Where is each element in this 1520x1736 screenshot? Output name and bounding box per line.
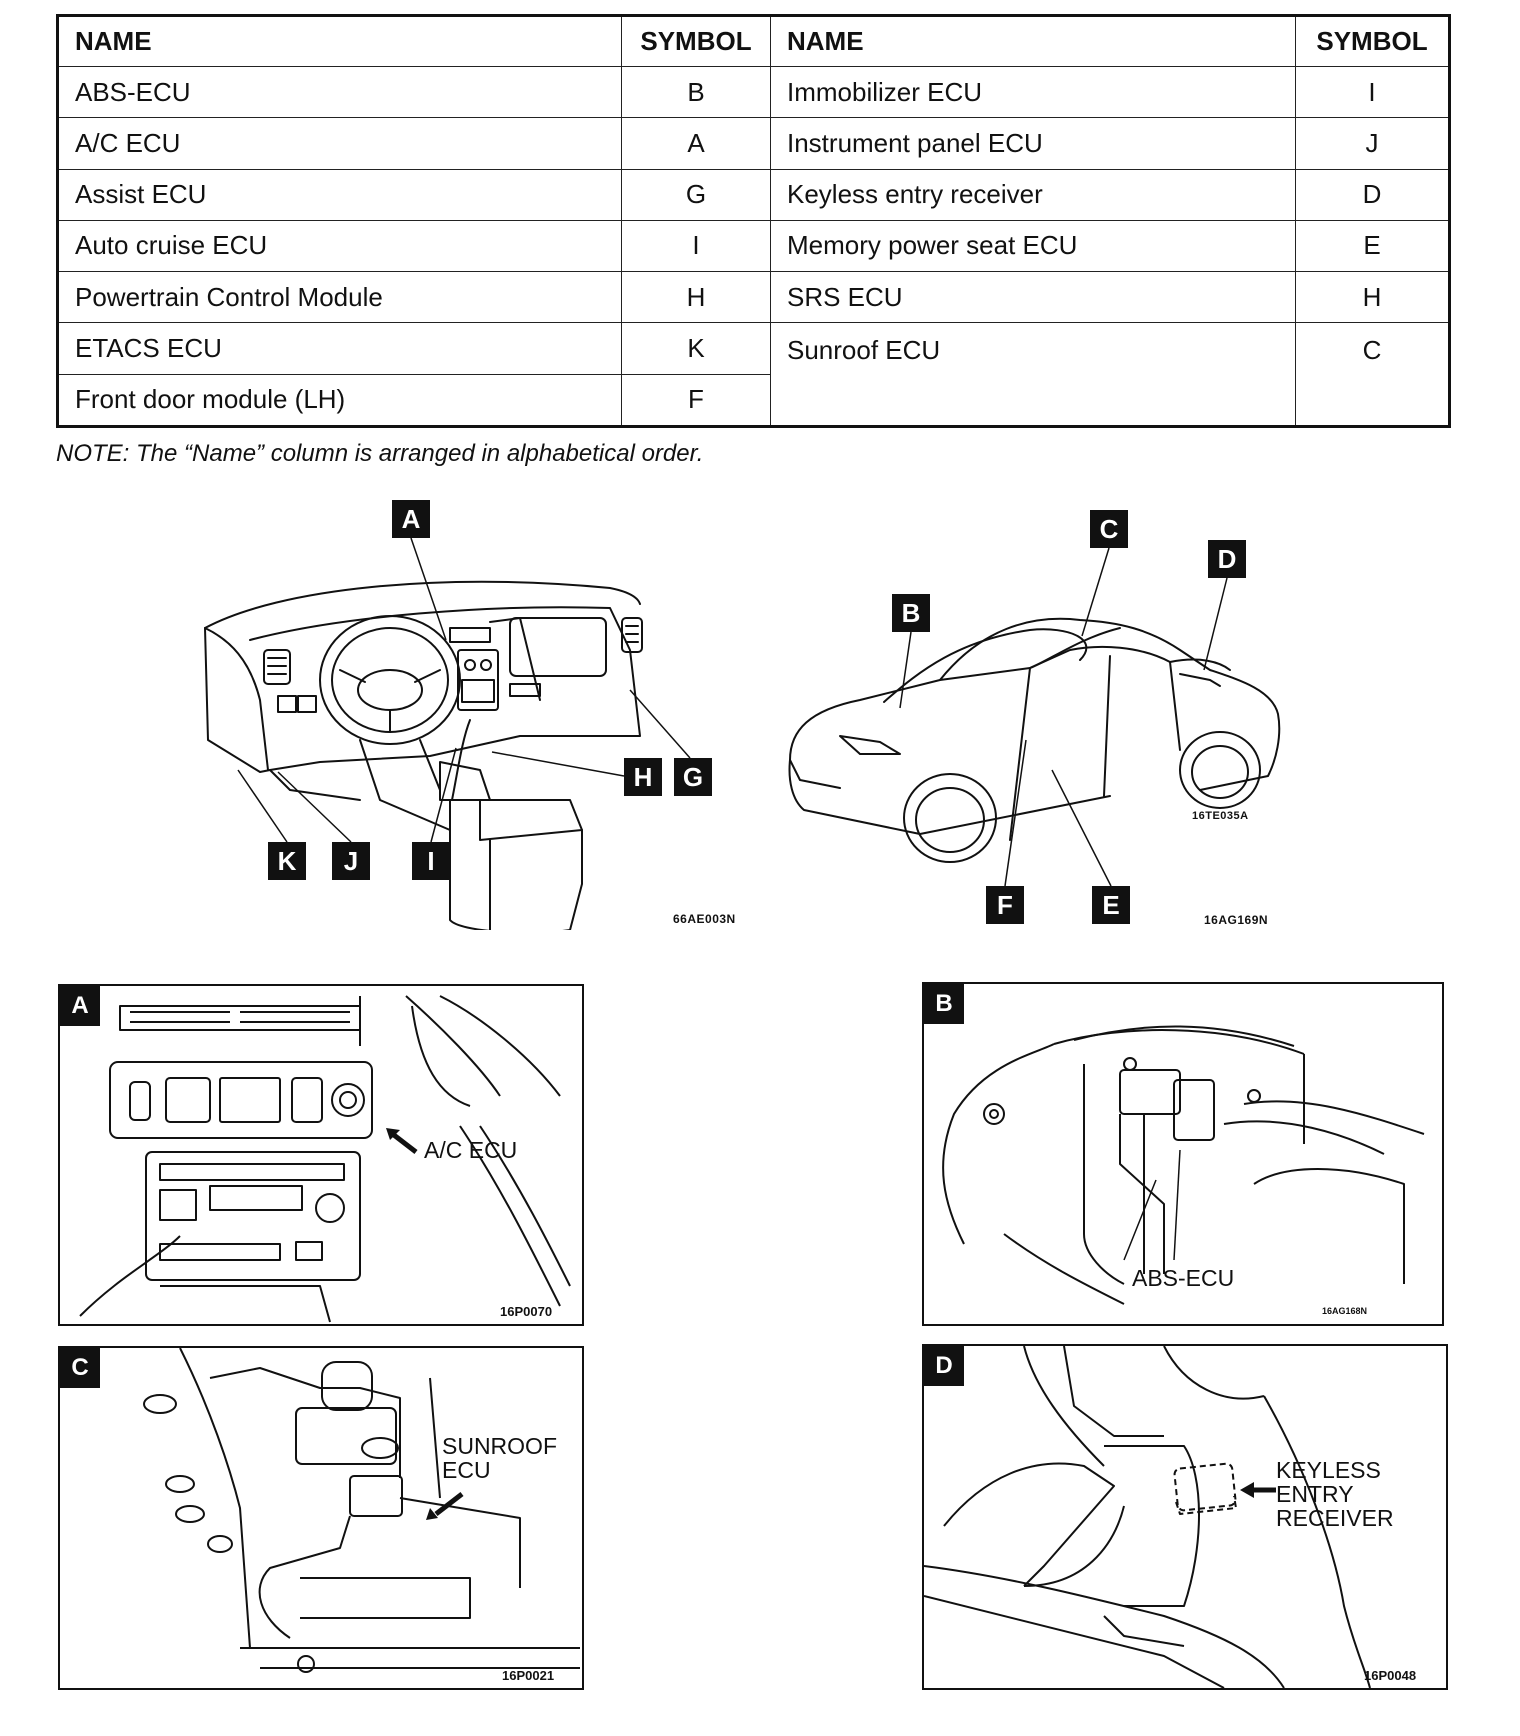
row-name: ETACS ECU (57, 322, 622, 375)
table-row: ETACS ECU K Sunroof ECU C (57, 322, 1450, 427)
row-name: Powertrain Control Module (57, 271, 622, 324)
detail-panel-c: C SUNROOF ECU 16P0021 (58, 1346, 584, 1690)
callout-a: A (392, 500, 430, 538)
panel-a-code: 16P0070 (500, 1304, 553, 1319)
row-name: ABS-ECU (57, 65, 622, 119)
table-row: Front door module (LH) F (57, 373, 1450, 428)
row-name: Auto cruise ECU (57, 219, 622, 273)
car-leader-lines (899, 547, 1228, 887)
row-symbol: H (621, 271, 771, 324)
table-row: Assist ECU G Keyless entry receiver D (57, 168, 1450, 221)
table-row: Powertrain Control Module H SRS ECU H (57, 271, 1450, 324)
abs-ecu-drawing (942, 1025, 1425, 1305)
header-symbol-right: SYMBOL (1295, 15, 1450, 67)
detail-panel-b: B ABS-ECU 16AG168N (922, 982, 1444, 1326)
panel-d-tag: D (924, 1346, 964, 1386)
detail-panel-d: D KEYLESS ENTRY RECEIVER 16P0048 (922, 1344, 1448, 1690)
ac-ecu-drawing (79, 995, 571, 1323)
callout-j: J (332, 842, 370, 880)
row-symbol: J (1295, 117, 1450, 170)
callout-h: H (624, 758, 662, 796)
row-symbol: I (621, 219, 771, 273)
detail-panel-a: A A/C ECU 16P0070 (58, 984, 584, 1326)
row-symbol: I (1295, 65, 1450, 119)
panel-c-label-line2: ECU (442, 1457, 491, 1483)
panel-c-code: 16P0021 (502, 1668, 555, 1683)
table-row: A/C ECU A Instrument panel ECU J (57, 117, 1450, 170)
row-symbol: E (1295, 219, 1450, 273)
callout-d: D (1208, 540, 1246, 578)
row-name: Memory power seat ECU (770, 219, 1296, 273)
row-name: Immobilizer ECU (770, 65, 1296, 119)
row-symbol: F (621, 373, 771, 428)
arrow-icon (386, 1128, 418, 1154)
sunroof-ecu-drawing (143, 1348, 580, 1673)
panel-b-label: ABS-ECU (1132, 1265, 1235, 1291)
table-note: NOTE: The “Name” column is arranged in a… (56, 440, 704, 467)
panel-c-label-line1: SUNROOF (442, 1433, 557, 1459)
table-header-row: NAME SYMBOL NAME SYMBOL (57, 15, 1450, 67)
panel-a-tag: A (60, 986, 100, 1026)
row-name: Front door module (LH) (57, 373, 622, 428)
header-name-right: NAME (770, 15, 1296, 67)
row-name: Sunroof ECU (770, 322, 1296, 427)
arrow-icon (426, 1492, 464, 1520)
panel-d-label-line3: RECEIVER (1276, 1505, 1394, 1531)
panel-b-code: 16AG168N (1322, 1306, 1368, 1316)
row-symbol: B (621, 65, 771, 119)
row-name: Assist ECU (57, 168, 622, 221)
row-name: SRS ECU (770, 271, 1296, 324)
callout-k: K (268, 842, 306, 880)
callout-f: F (986, 886, 1024, 924)
car-figure-code: 16AG169N (1204, 913, 1269, 927)
callout-b: B (892, 594, 930, 632)
row-symbol: D (1295, 168, 1450, 221)
panel-b-leader-lines (1123, 1149, 1181, 1261)
header-symbol-left: SYMBOL (621, 15, 771, 67)
row-symbol: C (1295, 322, 1450, 427)
row-name: Instrument panel ECU (770, 117, 1296, 170)
keyless-receiver-drawing (924, 1346, 1371, 1688)
ecu-location-table: NAME SYMBOL NAME SYMBOL ABS-ECU B Immobi… (56, 14, 1451, 428)
callout-g: G (674, 758, 712, 796)
panel-c-tag: C (60, 1348, 100, 1388)
row-name: Keyless entry receiver (770, 168, 1296, 221)
row-name: A/C ECU (57, 117, 622, 170)
row-symbol: A (621, 117, 771, 170)
panel-d-code: 16P0048 (1364, 1668, 1417, 1683)
dashboard-figure: A H G K J I 66AE003N (190, 500, 750, 934)
row-symbol: H (1295, 271, 1450, 324)
callout-e: E (1092, 886, 1130, 924)
car-figure: B C D F E 16TE035A 16AG169N (780, 510, 1300, 930)
dashboard-figure-code: 66AE003N (673, 912, 736, 926)
arrow-icon (1240, 1482, 1276, 1498)
callout-i: I (412, 842, 450, 880)
car-figure-code-inner: 16TE035A (1192, 810, 1249, 822)
panel-a-label: A/C ECU (424, 1137, 518, 1163)
panel-b-tag: B (924, 984, 964, 1024)
table-row: ABS-ECU B Immobilizer ECU I (57, 65, 1450, 119)
car-drawing (788, 617, 1281, 863)
panel-d-label-line2: ENTRY (1276, 1481, 1354, 1507)
header-name-left: NAME (57, 15, 622, 67)
table-row: Auto cruise ECU I Memory power seat ECU … (57, 219, 1450, 273)
panel-d-label-line1: KEYLESS (1276, 1457, 1381, 1483)
row-symbol: K (621, 322, 771, 375)
dashboard-leader-lines (237, 537, 691, 843)
row-symbol: G (621, 168, 771, 221)
callout-c: C (1090, 510, 1128, 548)
